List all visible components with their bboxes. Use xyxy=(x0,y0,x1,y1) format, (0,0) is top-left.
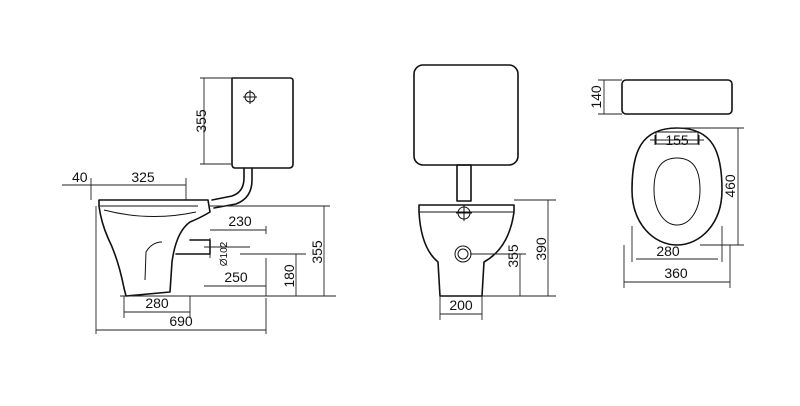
top-hinge xyxy=(655,131,699,145)
top-dim-fixing-spacing: 155 xyxy=(665,132,689,148)
dim-inlet-height: 230 xyxy=(228,213,252,229)
front-outlet-icon xyxy=(454,245,472,263)
front-inlet-icon xyxy=(456,205,472,221)
top-cistern xyxy=(621,79,733,115)
top-bowl xyxy=(631,127,723,246)
front-cistern xyxy=(413,64,519,166)
top-view: 140 155 460 280 360 xyxy=(588,79,744,288)
dim-base-length: 280 xyxy=(145,295,169,311)
dim-total-height: 355 xyxy=(309,240,325,264)
front-dim-outlet-height: 355 xyxy=(505,244,521,268)
front-dim-total-height: 390 xyxy=(533,237,549,261)
top-dim-tank-depth: 140 xyxy=(588,85,604,109)
dim-outlet-distance: 250 xyxy=(224,269,248,285)
flush-button-icon xyxy=(243,90,257,104)
front-dim-base-width: 200 xyxy=(449,297,473,313)
side-view: 355 40 325 230 Ø102 250 180 355 280 690 xyxy=(62,77,336,334)
top-dim-total-width: 360 xyxy=(664,265,688,281)
dim-outlet-height: 180 xyxy=(281,264,297,288)
dim-pipe-diameter: Ø102 xyxy=(219,241,230,266)
dim-tank-height: 355 xyxy=(193,109,209,133)
front-flush-pipe xyxy=(456,164,472,202)
dim-total-length: 690 xyxy=(169,313,193,329)
side-cistern xyxy=(231,77,294,169)
dim-rim-offset: 40 xyxy=(72,169,88,185)
dim-bowl-length: 325 xyxy=(131,169,155,185)
top-dim-bowl-length: 460 xyxy=(722,174,738,198)
top-seat-opening xyxy=(653,157,701,226)
front-view: 355 390 200 xyxy=(413,64,556,320)
side-bowl xyxy=(98,199,211,297)
top-dim-seat-width: 280 xyxy=(656,243,680,259)
side-flush-pipe xyxy=(211,167,245,201)
